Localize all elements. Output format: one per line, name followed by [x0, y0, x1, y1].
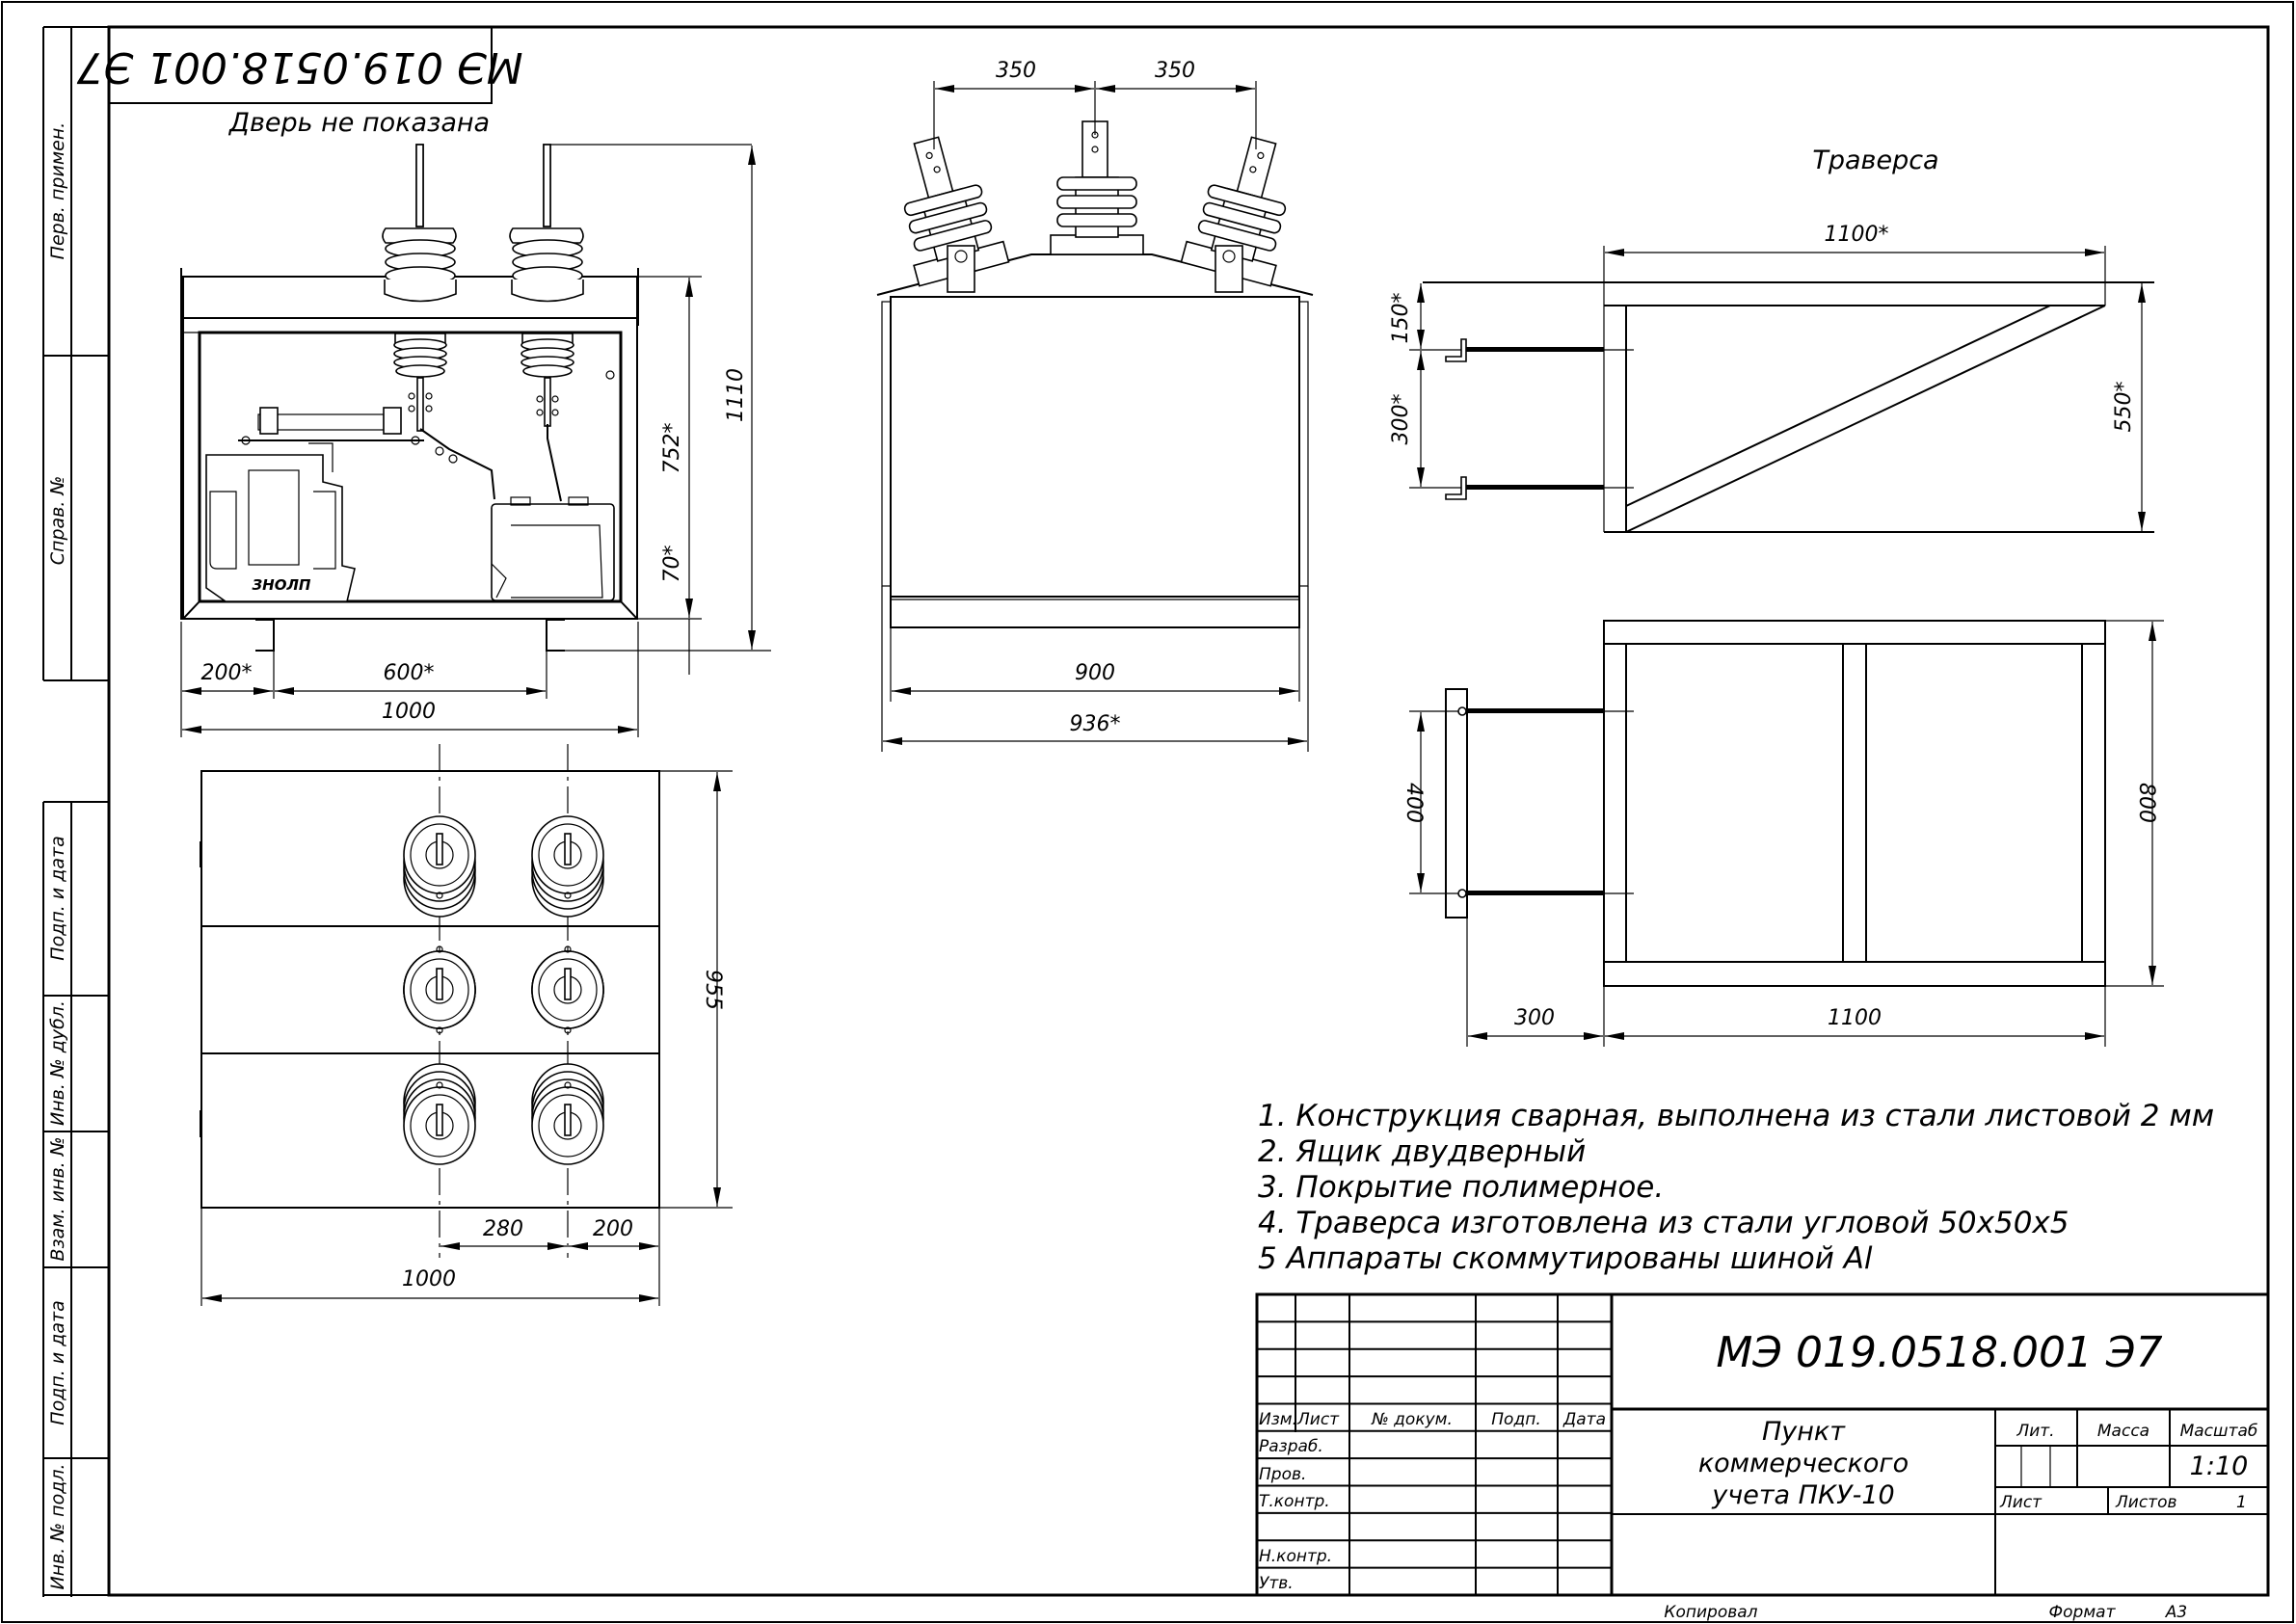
dim-label: 400	[1402, 783, 1426, 823]
bushing-inner	[393, 333, 447, 432]
notes: 1. Конструкция сварная, выполнена из ста…	[1258, 1099, 2214, 1276]
code-stamp-text: МЭ 019.0518.001 Э7	[76, 42, 522, 92]
side-base	[890, 596, 1300, 628]
tb-role: Т.контр.	[1259, 1492, 1330, 1511]
tb-sheets-label: Листов	[2115, 1493, 2177, 1512]
note-item: 2. Ящик двудверный	[1258, 1134, 1586, 1169]
plan-view: 955 280 200 1000	[200, 744, 733, 1306]
insulator-right	[1180, 136, 1287, 287]
insulator-plan	[403, 1063, 476, 1165]
tb-scale-value: 1:10	[2190, 1451, 2249, 1481]
side-stamp: Перв. примен. Справ. № Подп. и дата Инв.…	[42, 26, 109, 1597]
title-block: Изм. Лист № докум. Подп. Дата Разраб. Пр…	[1255, 1292, 2270, 1597]
dim-label: 350	[996, 59, 1036, 83]
traverse-side-view: Траверса 1100* 150* 300* 550*	[1389, 146, 2154, 533]
tb-role: Разраб.	[1259, 1437, 1323, 1456]
tb-header: Лист	[1296, 1410, 1340, 1429]
sidebar-label: Справ. №	[47, 476, 68, 565]
dim-label: 1110	[724, 368, 748, 422]
traverse-plan-view: 400 800 300 1100	[1402, 620, 2164, 1047]
tb-role: Пров.	[1259, 1465, 1306, 1484]
dim-label: 1000	[382, 700, 436, 724]
copied-label: Копировал	[1664, 1603, 1757, 1622]
tb-sheets-value: 1	[2236, 1493, 2247, 1512]
insulator-plan	[531, 1063, 604, 1165]
sidebar-label: Подп. и дата	[47, 836, 68, 960]
tb-mass-label: Масса	[2097, 1422, 2149, 1441]
dim-label: 1000	[402, 1267, 456, 1291]
dim-label: 936*	[1070, 712, 1121, 736]
plan-outline	[200, 770, 660, 1209]
tb-lit-label: Лит.	[2016, 1422, 2054, 1441]
door-note: Дверь не показана	[228, 108, 490, 138]
dim-label: 1100*	[1825, 223, 1889, 247]
tb-header: № докум.	[1371, 1410, 1453, 1429]
insulator-plan	[403, 945, 476, 1034]
tb-header: Изм.	[1259, 1410, 1297, 1429]
dim-label: 752*	[660, 423, 684, 474]
tb-sheet-label: Лист	[1999, 1493, 2042, 1512]
insulator-plan	[403, 815, 476, 918]
side-view: 350 350 900 936*	[876, 59, 1314, 752]
bushing-top	[509, 144, 584, 303]
note-item: 1. Конструкция сварная, выполнена из ста…	[1258, 1099, 2214, 1133]
dim-label: 900	[1075, 661, 1115, 685]
front-view: Дверь не показана	[180, 108, 771, 737]
dim-label: 300*	[1389, 394, 1413, 445]
dim-label: 600*	[384, 661, 435, 685]
dim-label: 70*	[660, 546, 684, 583]
sidebar-label: Взам. инв. №	[47, 1136, 68, 1261]
sidebar-label: Инв. № дубл.	[47, 1000, 68, 1126]
note-item: 5 Аппараты скоммутированы шиной Al	[1258, 1241, 1873, 1276]
dim-label: 800	[2134, 783, 2158, 823]
dim-label: 280	[483, 1217, 523, 1241]
tb-name-line: Пункт	[1762, 1417, 1846, 1447]
dim-label: 350	[1155, 59, 1195, 83]
note-item: 4. Траверса изготовлена из стали угловой…	[1258, 1206, 2069, 1240]
tb-header: Подп.	[1491, 1410, 1540, 1429]
format-label: Формат	[2049, 1603, 2117, 1622]
cabinet-body	[182, 317, 638, 620]
insulator-plan	[531, 945, 604, 1034]
tb-document-code: МЭ 019.0518.001 Э7	[1716, 1328, 2162, 1377]
code-stamp: МЭ 019.0518.001 Э7	[76, 26, 523, 104]
dim-label: 200*	[201, 661, 253, 685]
tb-name-line: коммерческого	[1698, 1449, 1909, 1478]
note-item: 3. Покрытие полимерное.	[1258, 1170, 1664, 1205]
foot	[255, 619, 275, 652]
traverse-title: Траверса	[1812, 146, 1938, 175]
dim-label: 200	[593, 1217, 633, 1241]
foot	[546, 619, 565, 652]
insulator-plan	[531, 815, 604, 918]
tb-header: Дата	[1562, 1410, 1606, 1429]
insulator-center	[1050, 120, 1144, 255]
transformer-right	[491, 496, 615, 601]
bushing-inner	[521, 333, 574, 427]
dim-label: 550*	[2112, 382, 2136, 433]
tb-role: Н.контр.	[1259, 1547, 1332, 1566]
dim-label: 955	[701, 970, 725, 1010]
transformer-znolp: ЗНОЛП	[205, 454, 356, 602]
tb-name-line: учета ПКУ-10	[1711, 1480, 1894, 1510]
bushing-top	[382, 144, 457, 303]
insulator-left	[903, 136, 1010, 287]
drawing-frame	[107, 25, 2270, 1597]
format-value: А3	[2165, 1603, 2187, 1622]
dim-label: 150*	[1389, 293, 1413, 344]
tb-role: Утв.	[1259, 1574, 1294, 1593]
sidebar-label: Подп. и дата	[47, 1300, 68, 1424]
side-body	[890, 296, 1300, 598]
sidebar-label: Инв. № подл.	[47, 1463, 68, 1589]
sidebar-label: Перв. примен.	[47, 122, 68, 260]
dim-label: 1100	[1828, 1006, 1882, 1030]
dim-label: 300	[1514, 1006, 1555, 1030]
transformer-label: ЗНОЛП	[253, 576, 311, 594]
tb-scale-label: Масштаб	[2180, 1422, 2258, 1441]
